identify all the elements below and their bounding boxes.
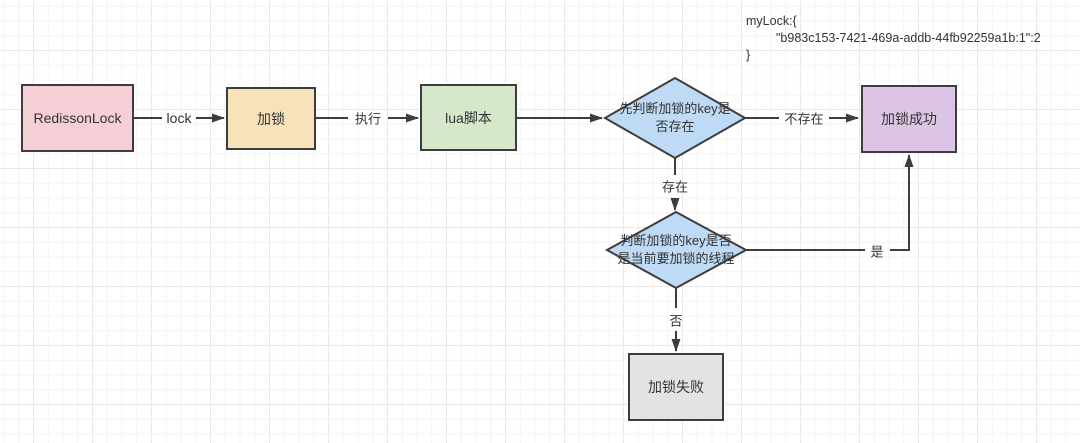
edge-label-lock[interactable]: lock [166,110,192,126]
node-lock-fail-label: 加锁失败 [648,379,704,395]
mylock-annotation[interactable]: myLock:{ "b983c153-7421-469a-addb-44fb92… [746,13,1041,64]
node-redissonlock[interactable]: RedissonLock [21,84,134,152]
edge-label-execute[interactable]: 执行 [354,111,382,127]
node-lock-fail[interactable]: 加锁失败 [628,353,724,421]
mylock-annotation-line2: "b983c153-7421-469a-addb-44fb92259a1b:1"… [776,31,1041,45]
edge-label-yes[interactable]: 是 [870,244,884,260]
mylock-annotation-line3: } [746,48,751,62]
node-check-key-exists-label[interactable]: 先判断加锁的key是否存在 [619,101,731,134]
connector-checkthread-to-success-b [890,154,914,251]
node-lock[interactable]: 加锁 [226,87,316,150]
mylock-annotation-line1: myLock:{ [746,14,797,28]
node-lua-script-label: lua脚本 [445,109,492,126]
node-lock-success-label: 加锁成功 [881,111,937,127]
edge-label-not-exists[interactable]: 不存在 [784,111,824,127]
edge-label-exists[interactable]: 存在 [661,179,689,195]
node-lock-success[interactable]: 加锁成功 [861,85,957,153]
node-lua-script[interactable]: lua脚本 [420,84,517,151]
node-redissonlock-label: RedissonLock [33,110,122,126]
node-lock-label: 加锁 [257,110,285,127]
node-check-thread-label[interactable]: 判断加锁的key是否是当前要加锁的线程 [617,233,735,266]
edge-label-no[interactable]: 否 [669,313,683,329]
